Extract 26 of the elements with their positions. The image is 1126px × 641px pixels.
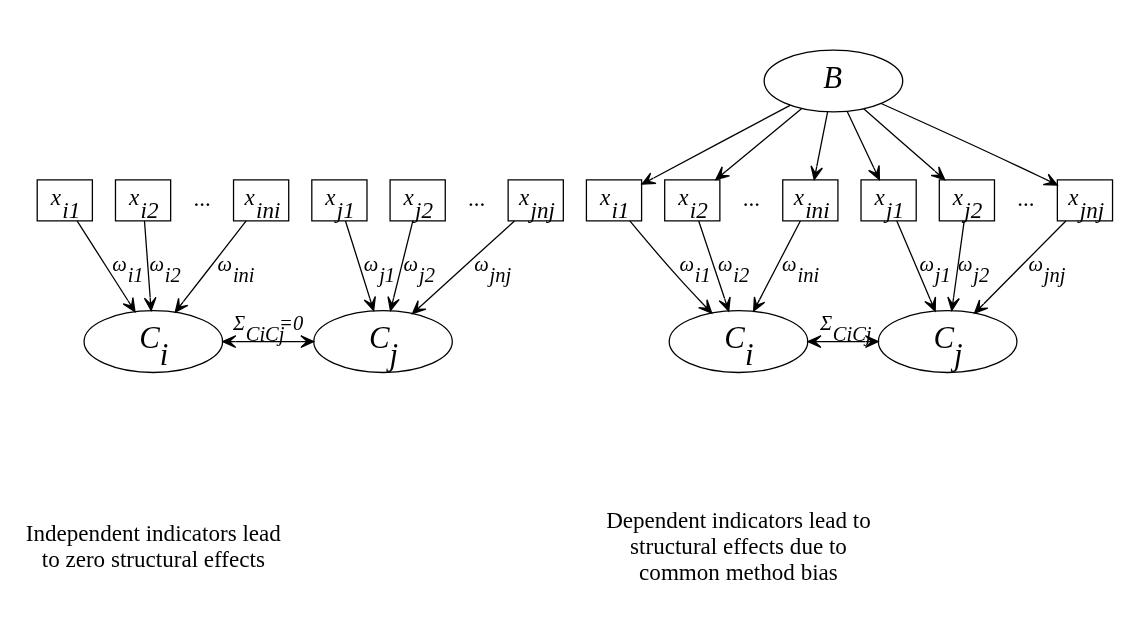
arrow <box>387 219 414 311</box>
arrow <box>947 219 965 311</box>
arrow <box>143 219 157 311</box>
arrow <box>880 102 1058 186</box>
arrow <box>76 219 136 312</box>
arrow <box>973 219 1067 314</box>
label: ... <box>742 184 760 211</box>
arrow <box>698 219 731 312</box>
arrow <box>629 219 713 314</box>
arrow <box>810 110 829 180</box>
arrow <box>896 219 937 312</box>
arrow <box>222 334 315 348</box>
arrow <box>753 219 801 312</box>
arrow <box>411 219 516 314</box>
arrow <box>641 104 791 185</box>
label: Independent indicators lead to zero structural effects <box>25 519 281 572</box>
arrow <box>863 107 946 180</box>
label: ... <box>468 184 486 211</box>
node-ellipse: B <box>763 48 904 113</box>
arrow <box>715 107 803 180</box>
arrow <box>344 219 376 311</box>
label: Dependent indicators lead to structural effects due to common method bias <box>606 506 871 585</box>
arrow <box>174 219 247 313</box>
label: ... <box>1017 184 1035 211</box>
label: ... <box>193 184 211 211</box>
arrow <box>846 110 880 180</box>
